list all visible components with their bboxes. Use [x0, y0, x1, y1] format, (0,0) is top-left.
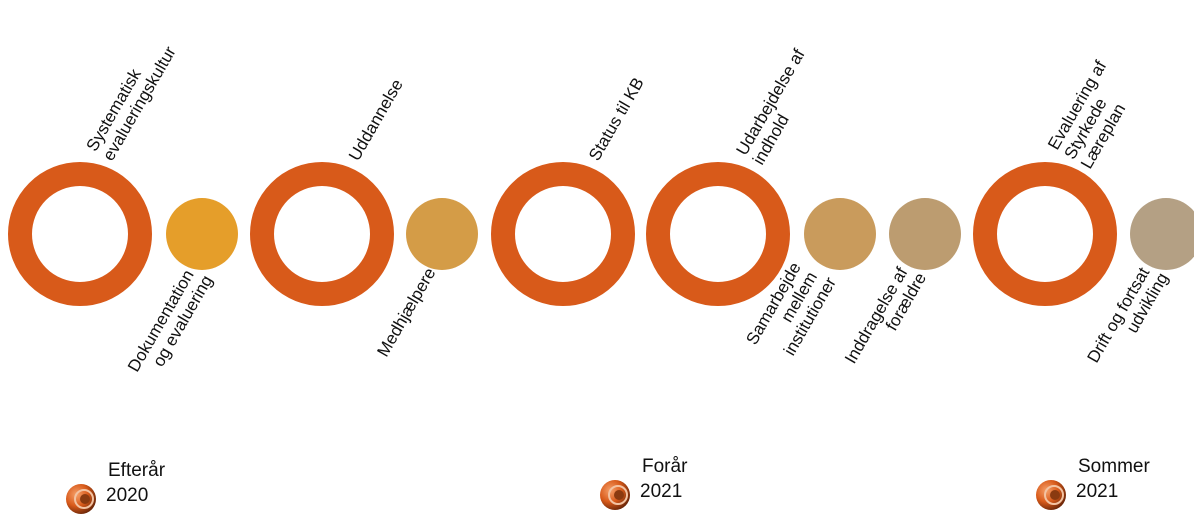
season-year: 2021: [1076, 481, 1119, 502]
season-orb-icon: [1036, 480, 1066, 510]
ring-systematisk: Systematisk evalueringskultur: [8, 33, 180, 306]
ring-marker: [491, 162, 635, 306]
ring-udarbejdelse: Udarbejdelse af indhold: [646, 42, 828, 306]
milestone-label: Uddannelse: [345, 76, 407, 164]
dot-marker: [166, 198, 238, 270]
milestone-label: Dokumentation og evaluering: [124, 263, 216, 385]
ring-marker: [250, 162, 394, 306]
milestone-label: Evaluering af Styrkede Læreplan: [1044, 53, 1145, 172]
dot-marker: [889, 198, 961, 270]
ring-evaluering: Evaluering af Styrkede Læreplan: [973, 53, 1145, 306]
season-year: 2020: [106, 485, 149, 506]
dot-marker: [1130, 198, 1194, 270]
season-year: 2021: [640, 481, 683, 502]
ring-status-kb: Status til KB: [491, 74, 648, 306]
season-name: Forår: [642, 456, 688, 477]
season-orb-icon: [66, 484, 96, 514]
milestone-label: Systematisk evalueringskultur: [83, 33, 180, 164]
ring-uddannelse: Uddannelse: [250, 76, 407, 306]
ring-marker: [8, 162, 152, 306]
ring-marker: [646, 162, 790, 306]
ring-marker: [973, 162, 1117, 306]
milestone-label: Inddragelse af forældre: [841, 260, 930, 376]
milestone-label: Medhjælpere: [373, 265, 439, 360]
milestone-label: Status til KB: [585, 74, 648, 164]
milestone-label: Udarbejdelse af indhold: [733, 42, 828, 168]
dot-marker: [406, 198, 478, 270]
season-name: Efterår: [108, 460, 166, 481]
season-name: Sommer: [1078, 456, 1150, 477]
dot-marker: [804, 198, 876, 270]
season-orb-icon: [600, 480, 630, 510]
